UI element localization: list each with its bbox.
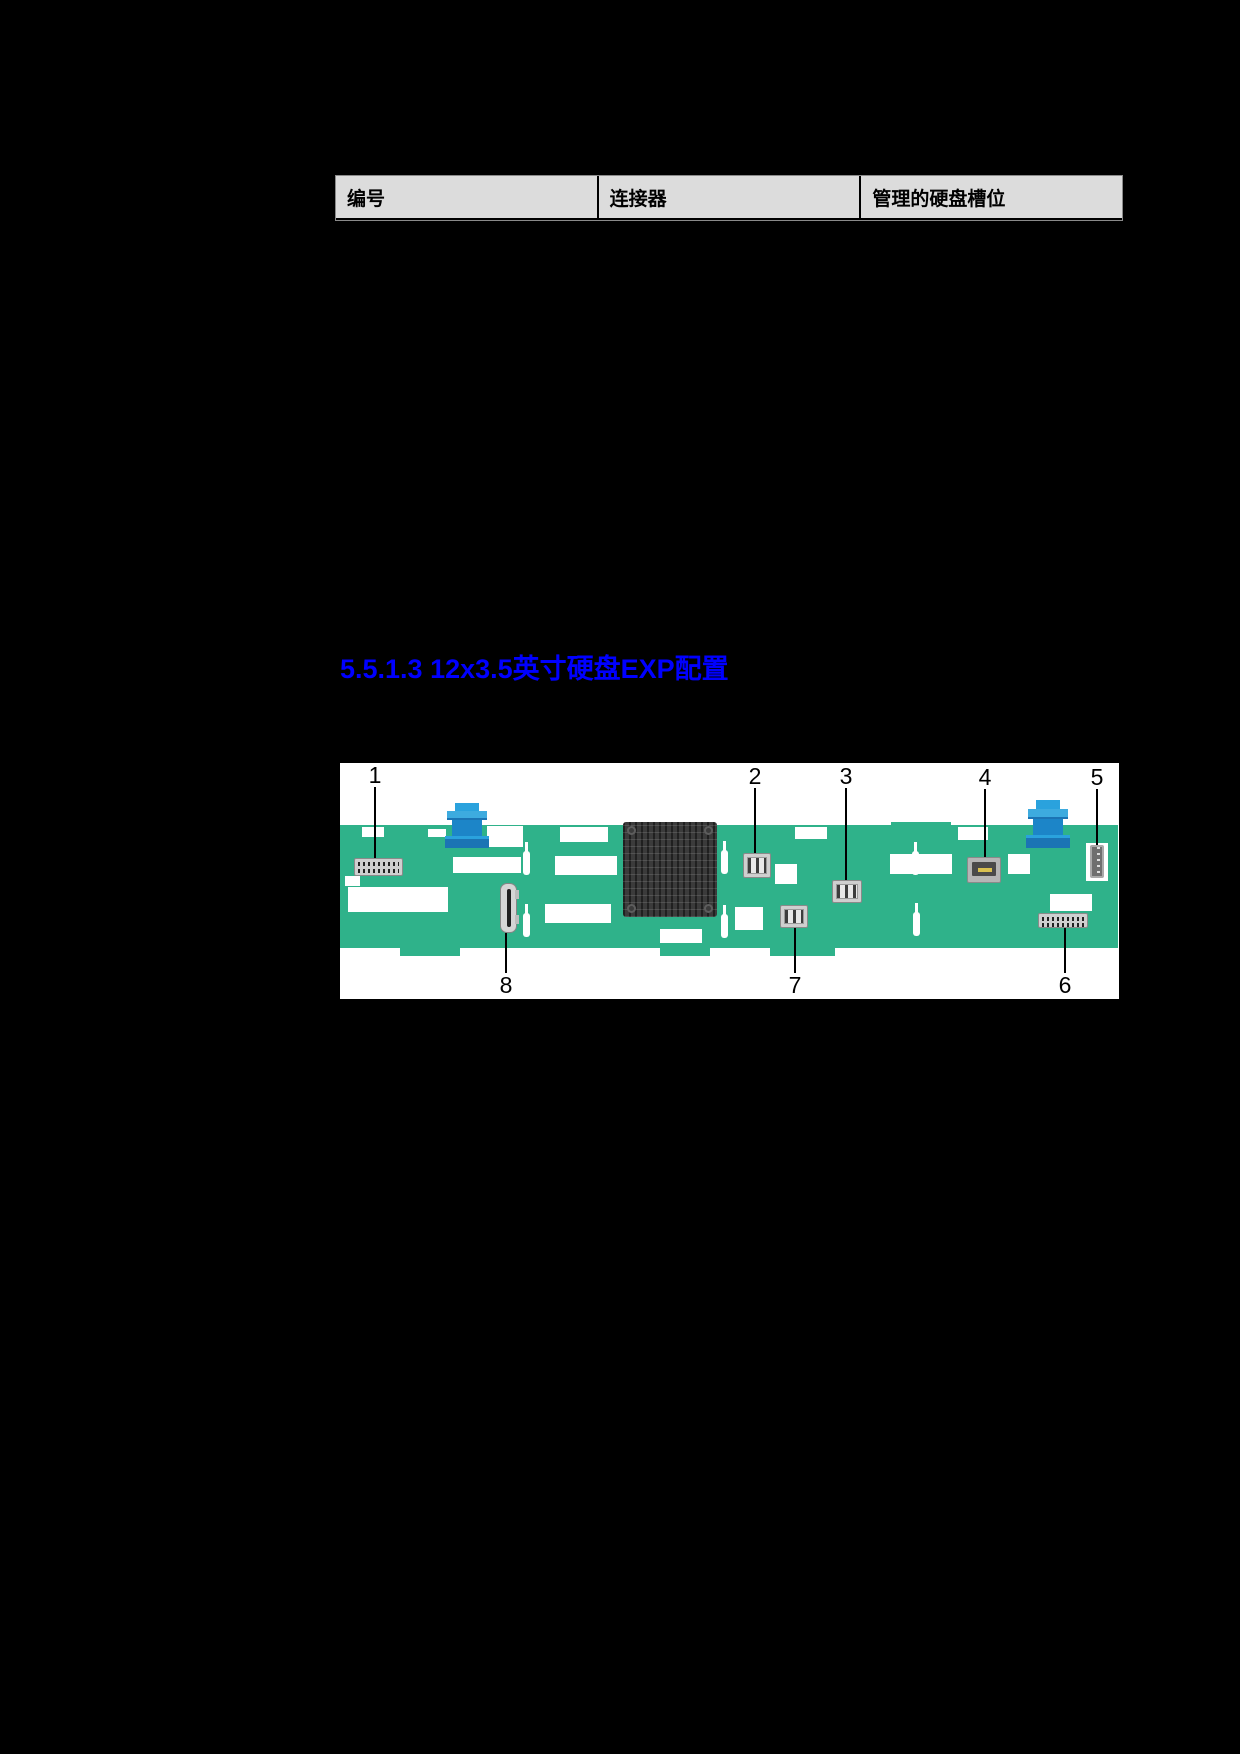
cutout [487,826,523,847]
power-connector-top [1036,800,1060,809]
pcb-tab [660,948,710,956]
connector-slot [507,889,511,927]
cutout [1050,894,1092,911]
callout-label-2: 2 [748,763,762,789]
callout-line-1 [374,787,376,858]
cutout [958,827,988,840]
cutout [555,856,617,875]
power-connector-top [455,803,479,811]
power-connector-flange [447,811,487,820]
standoff-hole [523,842,530,875]
table-header-label: 编号 [347,188,386,210]
cutout [735,907,763,930]
callout-line-8 [505,933,507,973]
standoff-hole [721,905,728,938]
chip-screw-hole [627,826,636,835]
section-heading: 5.5.1.3 12x3.5英寸硬盘EXP配置 [340,654,729,684]
cutout [560,827,608,842]
standoff-hole [912,842,919,875]
connector-7 [780,905,808,928]
standoff-hole [523,904,530,937]
callout-line-2 [754,788,756,853]
callout-label-1: 1 [368,763,382,788]
chip-screw-hole [704,904,713,913]
connector-2 [743,853,771,878]
table-header-cell-managed-slots: 管理的硬盘槽位 [859,176,1122,218]
connector-3 [832,880,862,903]
power-connector-right [1026,800,1070,848]
callout-label-3: 3 [839,763,853,789]
connector-6 [1038,913,1088,928]
power-connector-flange [1028,809,1068,819]
callout-label-6: 6 [1058,972,1072,998]
connector-slot [978,868,992,872]
connector-tab [515,890,519,899]
connector-tab [515,915,519,924]
callout-line-3 [845,788,847,880]
callout-line-5 [1096,789,1098,845]
pcb-tab [891,822,951,828]
callout-line-6 [1064,928,1066,973]
cutout [1008,854,1030,874]
connector-5 [1090,845,1104,878]
chip-screw-hole [627,904,636,913]
table-header-label: 管理的硬盘槽位 [872,188,1006,210]
cutout [428,829,446,837]
connector-slots [747,857,767,874]
pcb-tab [770,948,835,956]
connector-slots [784,909,804,924]
standoff-hole [913,903,920,936]
connector-8 [500,883,519,933]
callout-label-5: 5 [1090,764,1104,790]
power-connector-body [1033,819,1063,835]
cutout [453,857,521,873]
cutout [890,854,952,874]
table-header-row: 编号 连接器 管理的硬盘槽位 [335,175,1123,221]
power-connector-base [445,836,489,848]
standoff-hole [721,841,728,874]
expander-chip [623,822,717,917]
cutout [775,864,797,884]
chip-screw-hole [704,826,713,835]
cutout [795,827,827,839]
connector-inner [972,862,996,876]
power-connector-left [445,803,489,848]
cutout [345,876,360,886]
backplane-figure: 1 2 3 4 5 6 7 8 [340,763,1119,999]
callout-label-8: 8 [499,972,513,998]
table-header-cell-connector: 连接器 [596,176,860,218]
power-connector-body [452,820,482,836]
table-header-cell-number: 编号 [336,176,597,218]
callout-line-7 [794,928,796,973]
connector-4 [967,857,1001,883]
table-header-label: 连接器 [609,188,667,210]
power-connector-base [1026,835,1070,848]
cutout [545,904,611,923]
connector-1 [354,858,403,876]
callout-label-7: 7 [788,972,802,998]
cutout [660,929,702,943]
callout-label-4: 4 [978,764,992,790]
connector-slots [836,884,858,899]
cutout [348,887,448,912]
pcb-tab [400,948,460,956]
callout-line-4 [984,789,986,857]
cutout [362,827,384,837]
